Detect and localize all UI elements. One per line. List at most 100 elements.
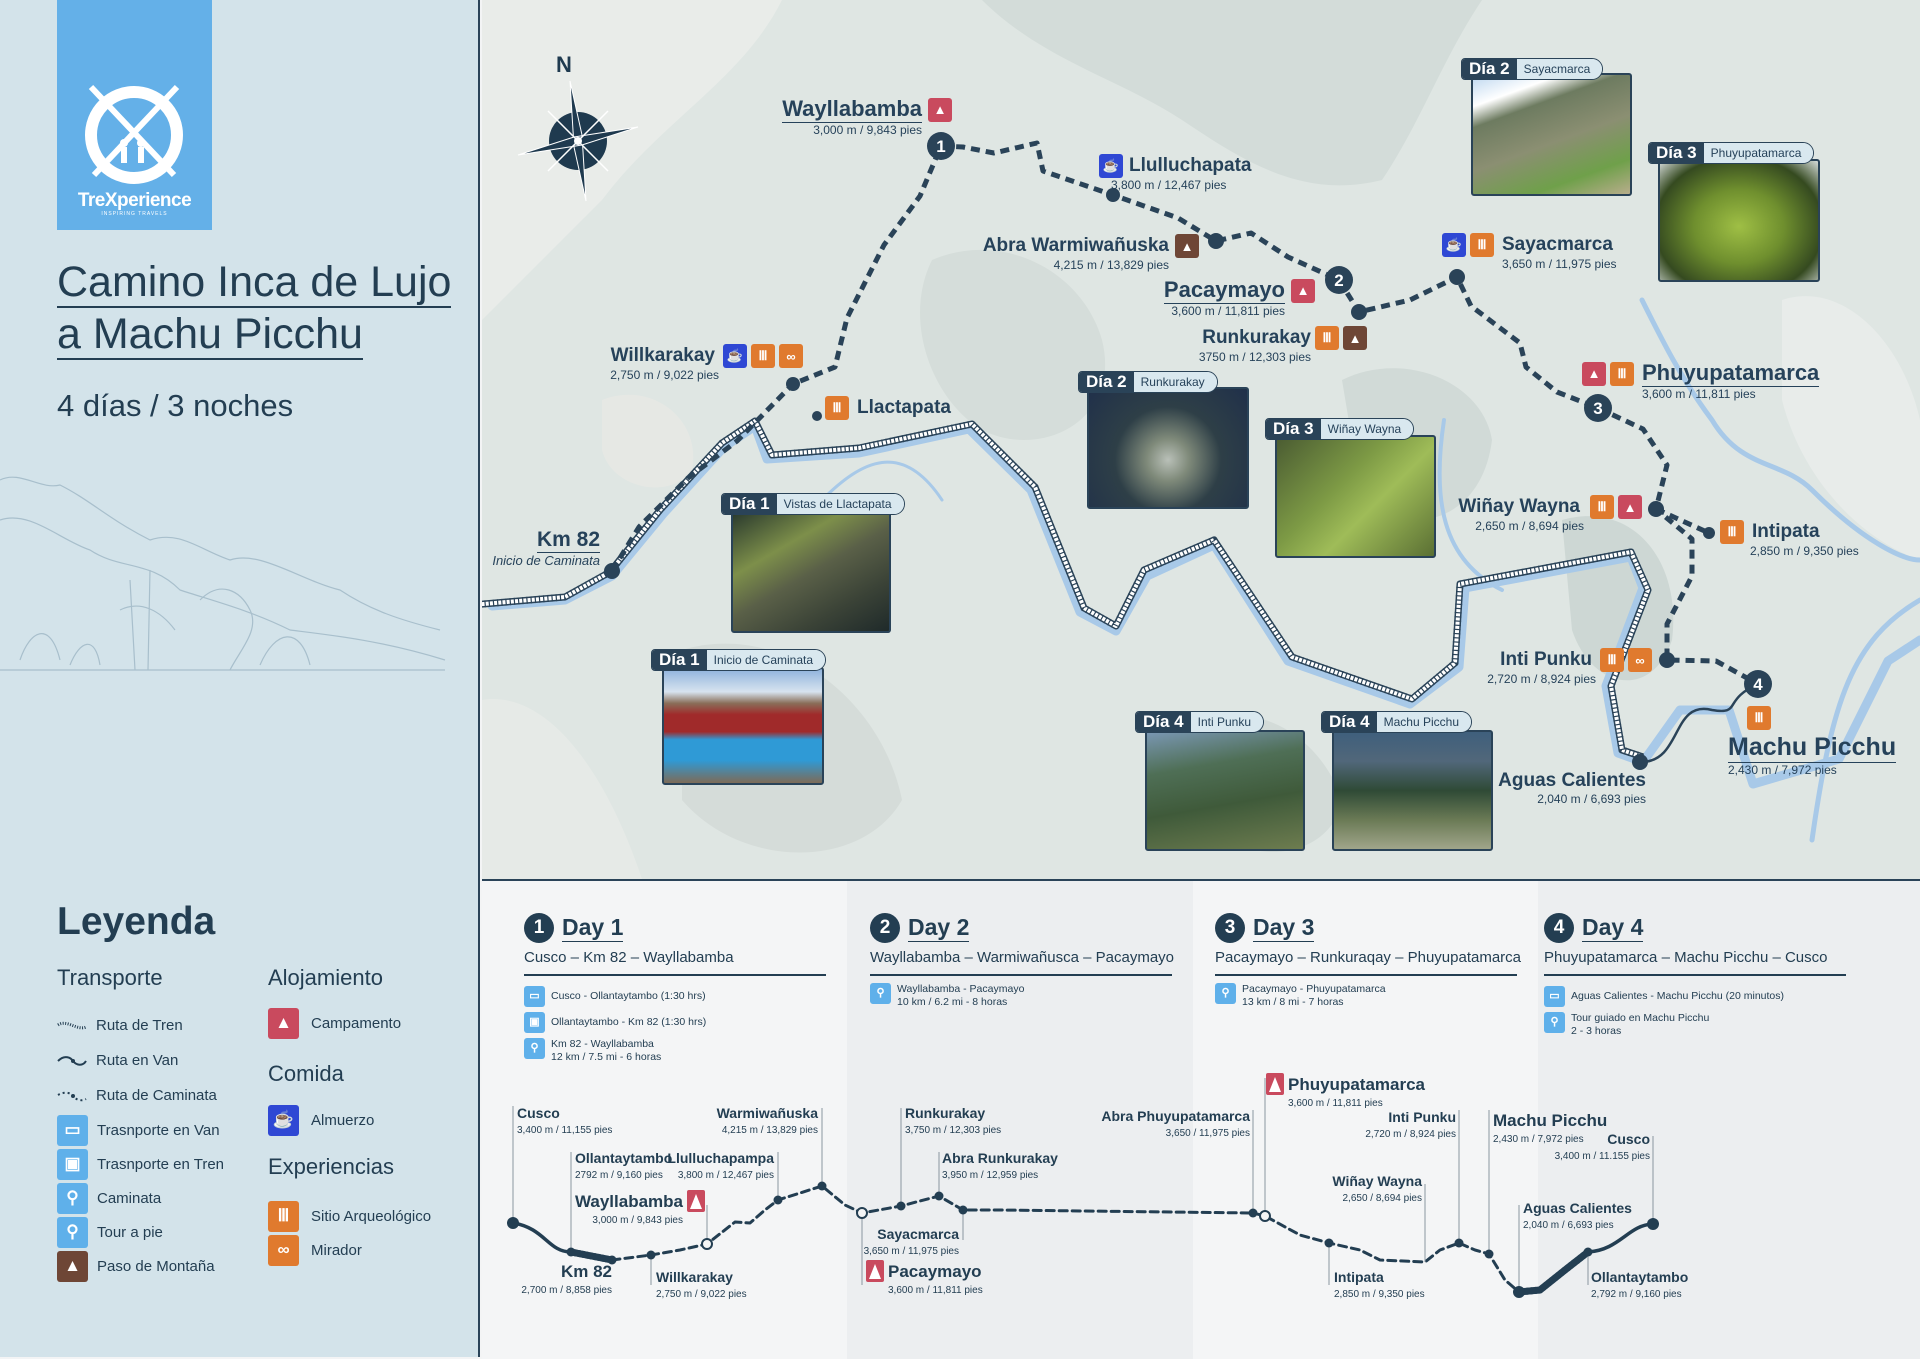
photo-day: Día 1 [652, 650, 707, 670]
hike-route-icon [57, 1091, 87, 1101]
waypoint-km82[interactable] [604, 563, 620, 579]
bus-road-to-machu-picchu [1642, 682, 1759, 764]
day-item-detail: 10 km / 6.2 mi - 8 horas [897, 996, 1008, 1008]
place-name: Intipata [1752, 521, 1820, 542]
place-altitude: 2,650 m / 8,694 pies [1475, 519, 1584, 533]
photo-day: Día 3 [1649, 143, 1704, 163]
place-wayllabamba[interactable]: Wayllabamba▲ 3,000 m / 9,843 pies [782, 96, 952, 137]
waypoint-sayacmarca[interactable] [1449, 269, 1465, 285]
place-name: Wiñay Wayna [1458, 496, 1580, 517]
page-title-line-1: Camino Inca de Lujo [57, 258, 452, 308]
stage-markers: 1 2 3 4 [927, 132, 1772, 698]
photo-sayacmarca[interactable] [1471, 73, 1632, 196]
day-route: Pacaymayo – Runkuraqay – Phuyupatamarca [1215, 949, 1522, 966]
place-pacaymayo[interactable]: Pacaymayo▲ 3,600 m / 11,811 pies [1163, 277, 1315, 318]
waypoint-winay-wayna[interactable] [1648, 501, 1664, 517]
photo-winay-wayna[interactable] [1275, 435, 1436, 558]
waypoint-aguas-calientes[interactable] [1632, 754, 1648, 770]
hiking-poles-emblem-icon [85, 84, 183, 184]
waypoint-willkarakay[interactable] [786, 377, 800, 391]
place-name: Sayacmarca [1502, 234, 1613, 255]
hiker-icon: ⚲ [524, 1038, 545, 1059]
place-willkarakay[interactable]: Willkarakay☕Ⅲ∞ 2,750 m / 9,022 pies [610, 344, 803, 382]
archaeological-site-icon: Ⅲ [1720, 520, 1744, 544]
place-altitude: 2,750 m / 9,022 pies [610, 368, 719, 382]
photo-caption: Inicio de Caminata [706, 650, 826, 670]
place-altitude: 2,850 m / 9,350 pies [1750, 544, 1859, 558]
place-name: Runkurakay [1202, 327, 1311, 348]
legend-item-train-route: Ruta de Tren [57, 1008, 224, 1043]
photo-vistas-llactapata[interactable] [731, 512, 891, 633]
stage-marker-3[interactable] [1584, 394, 1612, 422]
place-machu-picchu[interactable]: Machu Picchu 2,430 m / 7,972 pies [1728, 733, 1897, 777]
place-km82[interactable]: Km 82 Inicio de Caminata [492, 528, 600, 568]
place-abra-warmiwanuska[interactable]: Abra Warmiwañuska▲ 4,215 m / 13,829 pies [983, 234, 1199, 272]
stage-marker-label: 4 [1753, 675, 1763, 694]
tent-icon: ▲ [1618, 495, 1642, 519]
place-name: Llactapata [857, 397, 951, 418]
archaeological-site-icon: Ⅲ [1610, 361, 1634, 386]
photo-caption: Inti Punku [1190, 712, 1264, 732]
van-icon: ▭ [1544, 986, 1565, 1007]
stage-marker-label: 3 [1593, 399, 1602, 418]
place-altitude: 3750 m / 12,303 pies [1198, 350, 1311, 364]
day-number-badge: 3 [1215, 913, 1245, 943]
photo-inti-punku[interactable] [1145, 730, 1305, 851]
waypoint-inti-punku[interactable] [1659, 652, 1675, 668]
mountain-pass-icon: ▲ [57, 1250, 88, 1282]
place-intipata[interactable]: Ⅲ Intipata 2,850 m / 9,350 pies [1720, 520, 1859, 558]
hiker-icon: ⚲ [57, 1182, 88, 1214]
place-subtitle: Inicio de Caminata [492, 553, 600, 568]
stage-marker-4[interactable] [1744, 670, 1772, 698]
photo-caption: Wiñay Wayna [1320, 419, 1414, 439]
day-route: Wayllabamba – Warmiwañusca – Pacaymayo [870, 949, 1175, 966]
hiker-icon: ⚲ [870, 983, 891, 1004]
waypoint-llulluchapata[interactable] [1106, 188, 1120, 202]
day-item-text: Pacaymayo - Phuyupatamarca [1242, 983, 1386, 995]
photo-machu-picchu[interactable] [1332, 730, 1493, 851]
walking-person-icon: ⚲ [57, 1216, 88, 1248]
place-name: Pacaymayo [1163, 277, 1285, 304]
trip-duration: 4 días / 3 noches [57, 388, 294, 423]
stage-marker-2[interactable] [1325, 266, 1353, 294]
day-item-text: Cusco - Ollantaytambo (1:30 hrs) [551, 990, 706, 1002]
stage-marker-1[interactable] [927, 132, 955, 160]
compass-rose-icon [517, 80, 639, 202]
legend-heading-experiencias: Experiencias [268, 1154, 394, 1179]
place-name: Wayllabamba [782, 96, 922, 123]
waypoint-llactapata[interactable] [812, 411, 822, 421]
waypoint-abra-warmiwanuska[interactable] [1208, 233, 1224, 249]
legend-item-pass: ▲Paso de Montaña [57, 1249, 224, 1283]
legend-item-lunch: ☕Almuerzo [268, 1103, 374, 1137]
day-route: Cusco – Km 82 – Wayllabamba [524, 949, 734, 966]
photo-runkurakay[interactable] [1087, 387, 1249, 509]
train-icon: ▣ [57, 1148, 88, 1180]
stage-marker-label: 2 [1334, 271, 1343, 290]
place-aguas-calientes[interactable]: Aguas Calientes 2,040 m / 6,693 pies [1498, 770, 1646, 806]
place-llulluchapata[interactable]: ☕Llulluchapata 3,800 m / 12,467 pies [1099, 154, 1251, 192]
hiker-icon: ⚲ [1215, 983, 1236, 1004]
divider [870, 974, 1172, 976]
legend-item-walk: ⚲Tour a pie [57, 1215, 224, 1249]
waypoint-runkurakay[interactable] [1351, 304, 1367, 320]
photo-inicio-caminata[interactable] [662, 667, 824, 785]
binoculars-icon: ∞ [1628, 648, 1652, 672]
waypoint-intipata[interactable] [1703, 527, 1715, 539]
photo-caption: Machu Picchu [1376, 712, 1472, 732]
photo-phuyupatamarca[interactable] [1658, 159, 1820, 282]
legend-label: Almuerzo [311, 1111, 375, 1129]
